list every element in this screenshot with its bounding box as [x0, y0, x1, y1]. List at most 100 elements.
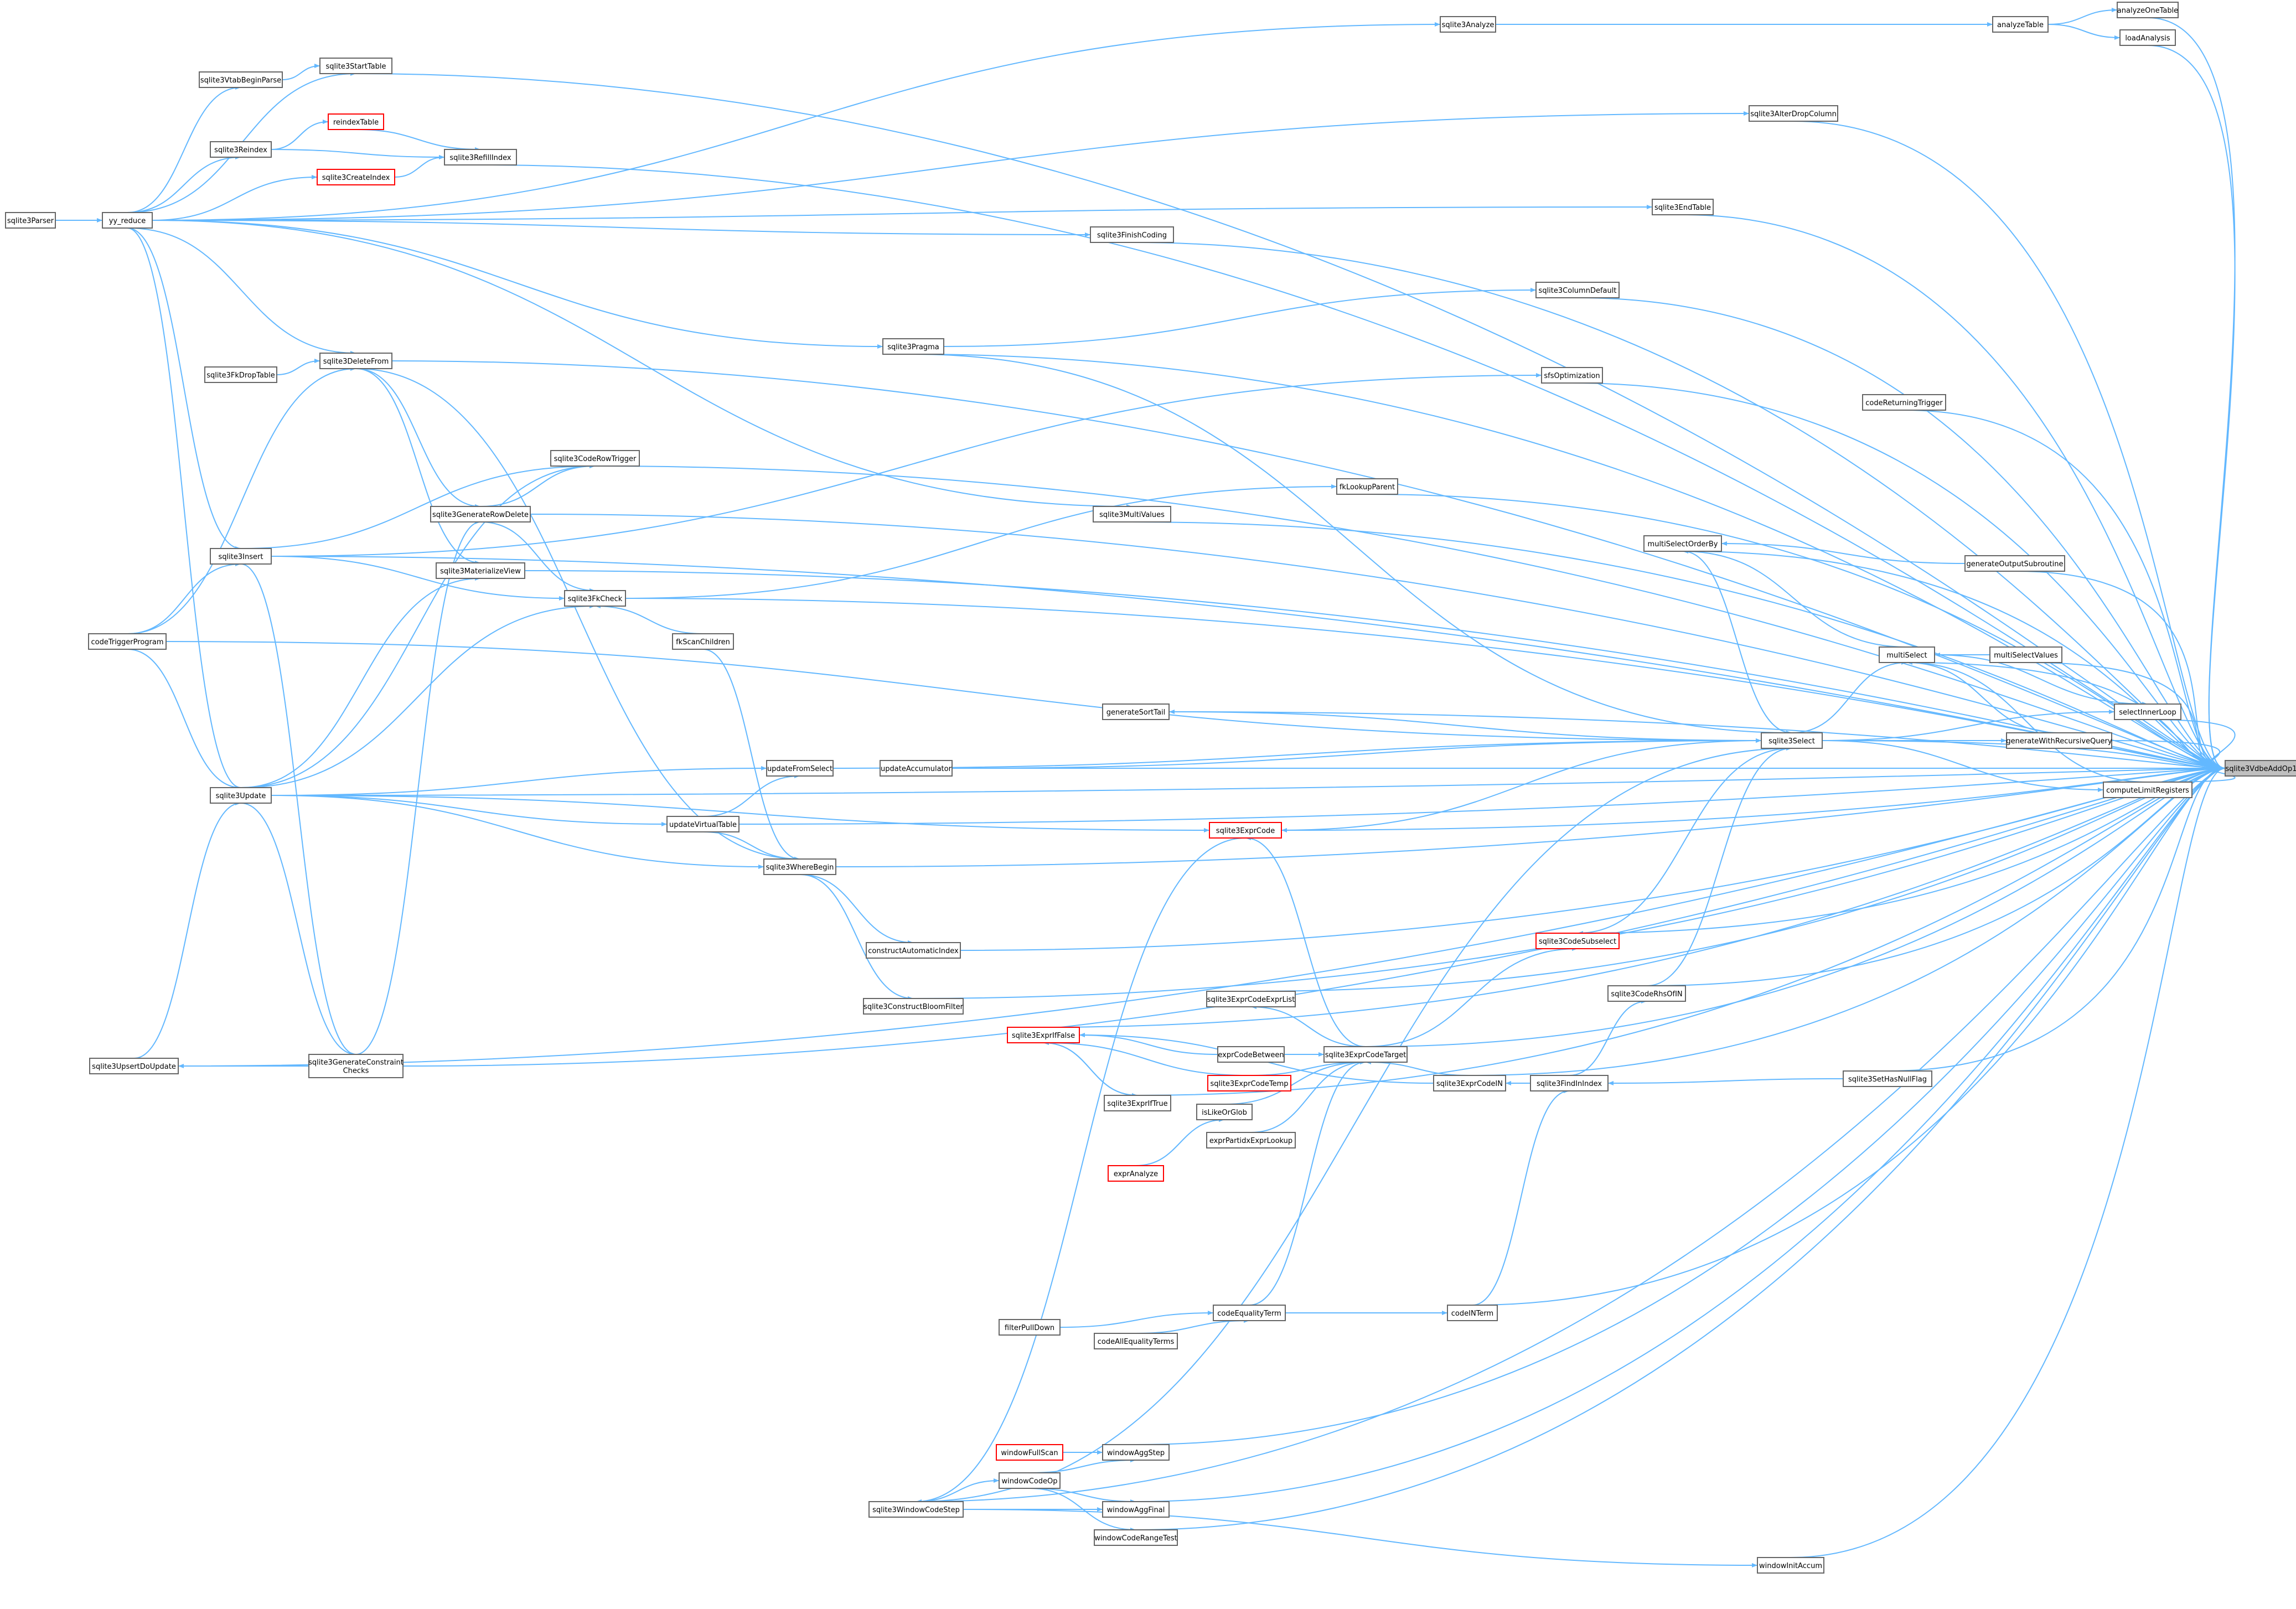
node-box	[1541, 367, 1603, 384]
node-label: reindexTable	[333, 118, 379, 127]
node-sqlite3FkCheck[interactable]: sqlite3FkCheck	[564, 590, 626, 607]
node-sqlite3Insert[interactable]: sqlite3Insert	[210, 548, 272, 565]
node-loadAnalysis[interactable]: loadAnalysis	[2119, 29, 2176, 46]
node-sqlite3WhereBegin[interactable]: sqlite3WhereBegin	[763, 858, 836, 875]
node-sqlite3UpsertDoUpdate[interactable]: sqlite3UpsertDoUpdate	[89, 1058, 179, 1074]
edge-sqlite3DeleteFrom-sqlite3WhereBegin	[355, 368, 800, 861]
node-sqlite3Reindex[interactable]: sqlite3Reindex	[210, 141, 272, 158]
node-sqlite3EndTable[interactable]: sqlite3EndTable	[1652, 199, 1714, 215]
node-sfsOptimization[interactable]: sfsOptimization	[1541, 367, 1603, 384]
edge-sqlite3ExprIfFalse-sqlite3ExprIfTrue	[1043, 1042, 1138, 1098]
node-multiSelect[interactable]: multiSelect	[1879, 646, 1935, 663]
node-sqlite3ExprCodeIN[interactable]: sqlite3ExprCodeIN	[1433, 1075, 1506, 1091]
node-multiSelectOrderBy[interactable]: multiSelectOrderBy	[1643, 535, 1722, 552]
node-windowCodeOp[interactable]: windowCodeOp	[999, 1472, 1061, 1489]
node-filterPullDown[interactable]: filterPullDown	[999, 1319, 1061, 1336]
node-sqlite3CreateIndex[interactable]: sqlite3CreateIndex	[317, 169, 395, 185]
edge-generateOutputSubroutine-multiSelectOrderBy	[1721, 541, 1966, 564]
node-label: computeLimitRegisters	[2106, 787, 2189, 795]
node-codeReturningTrigger[interactable]: codeReturningTrigger	[1862, 394, 1946, 411]
edge-sqlite3EndTable-sqlite3VdbeAddOp1	[1682, 214, 2226, 770]
edge-sqlite3Update-updateVirtualTable	[271, 795, 668, 826]
node-yy_reduce[interactable]: yy_reduce	[102, 212, 153, 229]
node-label: constructAutomaticIndex	[868, 947, 959, 955]
node-sqlite3ExprCodeTarget[interactable]: sqlite3ExprCodeTarget	[1323, 1046, 1408, 1063]
node-sqlite3Update[interactable]: sqlite3Update	[210, 787, 272, 804]
edge-sqlite3Update-updateFromSelect	[271, 766, 767, 796]
node-isLikeOrGlob[interactable]: isLikeOrGlob	[1196, 1104, 1253, 1120]
node-sqlite3ExprIfFalse[interactable]: sqlite3ExprIfFalse	[1007, 1027, 1080, 1043]
node-sqlite3ColumnDefault[interactable]: sqlite3ColumnDefault	[1535, 282, 1620, 298]
node-sqlite3CodeRhsOfIN[interactable]: sqlite3CodeRhsOfIN	[1607, 985, 1686, 1002]
node-exprCodeBetween[interactable]: exprCodeBetween	[1217, 1046, 1285, 1063]
node-windowCodeRangeTest[interactable]: windowCodeRangeTest	[1094, 1529, 1178, 1546]
node-box	[1336, 478, 1398, 495]
node-selectInnerLoop[interactable]: selectInnerLoop	[2114, 703, 2181, 720]
node-sqlite3FkDropTable[interactable]: sqlite3FkDropTable	[204, 366, 277, 383]
node-sqlite3MaterializeView[interactable]: sqlite3MaterializeView	[436, 562, 525, 579]
edge-sqlite3Update-sqlite3MaterializeView	[240, 576, 481, 788]
node-codeTriggerProgram[interactable]: codeTriggerProgram	[88, 633, 167, 650]
node-sqlite3RefillIndex[interactable]: sqlite3RefillIndex	[444, 149, 517, 165]
edge-sqlite3Update-sqlite3VdbeAddOp1	[271, 766, 2226, 796]
node-sqlite3Parser[interactable]: sqlite3Parser	[5, 212, 56, 229]
edge-yy_reduce-sqlite3EndTable	[152, 205, 1653, 221]
node-label: sqlite3DeleteFrom	[323, 358, 389, 366]
node-label: sqlite3VtabBeginParse	[200, 76, 281, 85]
edge-sqlite3Select-computeLimitRegisters	[1822, 740, 2104, 792]
node-fkScanChildren[interactable]: fkScanChildren	[672, 633, 734, 650]
node-sqlite3ExprCodeTemp[interactable]: sqlite3ExprCodeTemp	[1207, 1075, 1291, 1091]
node-box	[5, 212, 56, 229]
node-sqlite3VtabBeginParse[interactable]: sqlite3VtabBeginParse	[199, 71, 283, 88]
node-windowFullScan[interactable]: windowFullScan	[996, 1444, 1063, 1461]
node-exprAnalyze[interactable]: exprAnalyze	[1108, 1165, 1164, 1182]
node-sqlite3Pragma[interactable]: sqlite3Pragma	[882, 338, 944, 355]
edge-windowCodeOp-windowCodeRangeTest	[1029, 1488, 1136, 1532]
node-updateAccumulator[interactable]: updateAccumulator	[880, 760, 953, 777]
node-sqlite3ExprCodeExprList[interactable]: sqlite3ExprCodeExprList	[1206, 991, 1296, 1007]
node-updateVirtualTable[interactable]: updateVirtualTable	[666, 816, 740, 832]
node-constructAutomaticIndex[interactable]: constructAutomaticIndex	[866, 942, 961, 959]
node-analyzeTable[interactable]: analyzeTable	[1992, 16, 2049, 33]
node-sqlite3ConstructBloomFilter[interactable]: sqlite3ConstructBloomFilter	[863, 998, 964, 1015]
node-sqlite3AlterDropColumn[interactable]: sqlite3AlterDropColumn	[1749, 105, 1838, 122]
node-reindexTable[interactable]: reindexTable	[328, 113, 384, 130]
node-sqlite3Select[interactable]: sqlite3Select	[1761, 732, 1823, 749]
node-sqlite3ExprCode[interactable]: sqlite3ExprCode	[1209, 822, 1282, 839]
edge-multiSelectValues-sqlite3VdbeAddOp1	[2025, 662, 2226, 770]
node-sqlite3FinishCoding[interactable]: sqlite3FinishCoding	[1090, 226, 1174, 243]
node-analyzeOneTable[interactable]: analyzeOneTable	[2117, 2, 2179, 18]
edge-sqlite3FindInIndex-sqlite3CodeRhsOfIN	[1569, 999, 1647, 1076]
node-sqlite3GenerateRowDelete[interactable]: sqlite3GenerateRowDelete	[430, 506, 531, 522]
node-sqlite3SetHasNullFlag[interactable]: sqlite3SetHasNullFlag	[1843, 1070, 1932, 1087]
node-sqlite3StartTable[interactable]: sqlite3StartTable	[319, 58, 392, 74]
node-windowAggStep[interactable]: windowAggStep	[1102, 1444, 1170, 1461]
node-sqlite3VdbeAddOp1[interactable]: sqlite3VdbeAddOp1	[2225, 760, 2296, 777]
node-fkLookupParent[interactable]: fkLookupParent	[1336, 478, 1398, 495]
node-generateOutputSubroutine[interactable]: generateOutputSubroutine	[1964, 555, 2065, 572]
node-exprPartidxExprLookup[interactable]: exprPartidxExprLookup	[1206, 1132, 1296, 1148]
node-multiSelectValues[interactable]: multiSelectValues	[1989, 646, 2062, 663]
node-sqlite3MultiValues[interactable]: sqlite3MultiValues	[1093, 506, 1171, 522]
node-codeINTerm[interactable]: codeINTerm	[1447, 1305, 1498, 1321]
node-windowAggFinal[interactable]: windowAggFinal	[1102, 1501, 1170, 1518]
edge-windowInitAccum-sqlite3VdbeAddOp1	[1790, 766, 2226, 1558]
node-sqlite3CodeSubselect[interactable]: sqlite3CodeSubselect	[1535, 933, 1620, 949]
node-sqlite3Analyze[interactable]: sqlite3Analyze	[1440, 16, 1496, 33]
edge-sqlite3AlterDropColumn-sqlite3VdbeAddOp1	[1793, 121, 2226, 770]
node-updateFromSelect[interactable]: updateFromSelect	[766, 760, 834, 777]
node-windowInitAccum[interactable]: windowInitAccum	[1757, 1557, 1824, 1574]
node-computeLimitRegisters[interactable]: computeLimitRegisters	[2103, 782, 2192, 798]
node-sqlite3ExprIfTrue[interactable]: sqlite3ExprIfTrue	[1104, 1095, 1171, 1111]
node-codeEqualityTerm[interactable]: codeEqualityTerm	[1213, 1305, 1286, 1321]
node-codeAllEqualityTerms[interactable]: codeAllEqualityTerms	[1094, 1333, 1178, 1349]
node-generateSortTail[interactable]: generateSortTail	[1102, 703, 1170, 720]
node-sqlite3WindowCodeStep[interactable]: sqlite3WindowCodeStep	[868, 1501, 964, 1518]
node-sqlite3FindInIndex[interactable]: sqlite3FindInIndex	[1530, 1075, 1609, 1091]
node-sqlite3DeleteFrom[interactable]: sqlite3DeleteFrom	[319, 353, 392, 369]
node-box	[1094, 1529, 1178, 1546]
node-sqlite3CodeRowTrigger[interactable]: sqlite3CodeRowTrigger	[550, 450, 640, 467]
node-label: sqlite3ExprIfTrue	[1107, 1100, 1167, 1108]
node-generateWithRecursiveQuery[interactable]: generateWithRecursiveQuery	[2006, 732, 2112, 749]
